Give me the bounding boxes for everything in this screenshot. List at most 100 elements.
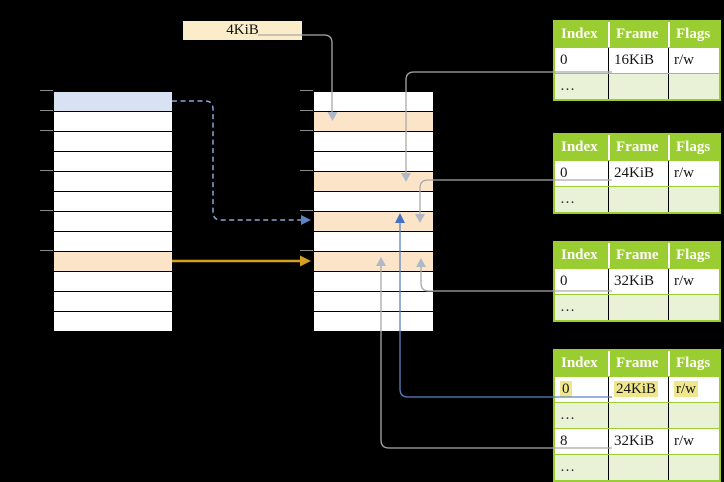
table-cell [608, 455, 668, 480]
table-row: … [555, 294, 719, 320]
page-size-label: 4KiB [183, 21, 302, 40]
virtual-memory-row [54, 92, 172, 112]
table-cell [608, 187, 668, 212]
table-row: … [555, 402, 719, 428]
virtual-memory-row [54, 272, 172, 292]
virtual-memory-row [54, 192, 172, 212]
virtual-memory-row [54, 312, 172, 331]
table-cell: … [560, 299, 575, 315]
address-tick [300, 210, 313, 211]
virtual-memory-row [54, 112, 172, 132]
table-cell: … [560, 78, 575, 94]
table-cell: 8 [560, 433, 568, 449]
column-header: Index [561, 247, 598, 263]
address-tick [40, 110, 53, 111]
column-header: Index [561, 355, 598, 371]
column-header: Frame [608, 243, 668, 268]
table-cell: 32KiB [608, 269, 668, 294]
table-cell: 0 [560, 273, 568, 289]
table-cell: … [560, 191, 575, 207]
arrowhead-right-icon [300, 255, 311, 267]
address-tick [40, 250, 53, 251]
table-cell: r/w [668, 161, 719, 186]
column-header: Flags [668, 135, 719, 160]
virtual-memory-row [54, 212, 172, 232]
table-cell [668, 295, 719, 320]
address-tick [300, 130, 313, 131]
virtual-memory-row [54, 172, 172, 192]
virtual-memory-row [54, 232, 172, 252]
table-cell [668, 403, 719, 428]
physical-memory-row [314, 92, 433, 112]
physical-memory-row [314, 112, 433, 132]
column-header: Frame [608, 351, 668, 376]
physical-memory-row [314, 312, 433, 331]
table-cell: r/w [668, 48, 719, 73]
column-header: Flags [668, 243, 719, 268]
table-row: … [555, 186, 719, 212]
virtual-page-dashed-line [172, 100, 301, 221]
virtual-memory-row [54, 252, 172, 272]
table-cell: r/w [668, 269, 719, 294]
physical-memory-row [314, 172, 433, 192]
table-cell: 32KiB [608, 429, 668, 454]
table-cell [668, 187, 719, 212]
physical-memory-row [314, 292, 433, 312]
column-header: Frame [608, 135, 668, 160]
physical-memory-row [314, 212, 433, 232]
physical-memory-row [314, 132, 433, 152]
physical-memory-row [314, 232, 433, 252]
table-cell: … [560, 459, 575, 475]
virtual-memory-table [53, 91, 173, 332]
address-tick [300, 110, 313, 111]
table-cell: 0 [560, 165, 568, 181]
column-header: Frame [608, 22, 668, 47]
column-header: Flags [668, 22, 719, 47]
address-tick [300, 170, 313, 171]
address-tick [40, 210, 53, 211]
address-tick [40, 130, 53, 131]
table-row: … [555, 73, 719, 99]
virtual-memory-row [54, 132, 172, 152]
table-cell: r/w [668, 377, 719, 402]
column-header: Index [561, 139, 598, 155]
table-cell: 0 [560, 381, 572, 397]
column-header: Flags [668, 351, 719, 376]
physical-memory-row [314, 272, 433, 292]
table-cell: 24KiB [608, 161, 668, 186]
address-tick [40, 170, 53, 171]
table-cell [608, 295, 668, 320]
physical-memory-table [313, 91, 434, 332]
table-cell: 0 [560, 52, 568, 68]
physical-memory-row [314, 192, 433, 212]
physical-memory-row [314, 152, 433, 172]
column-header: Index [561, 26, 598, 42]
virtual-memory-row [54, 292, 172, 312]
table-cell: r/w [668, 429, 719, 454]
table-row: … [555, 454, 719, 480]
table-cell [608, 74, 668, 99]
address-tick [40, 90, 53, 91]
table-cell: 24KiB [608, 377, 668, 402]
table-cell [668, 74, 719, 99]
table-cell [668, 455, 719, 480]
table-cell: … [560, 407, 575, 423]
virtual-memory-row [54, 152, 172, 172]
address-tick [300, 250, 313, 251]
physical-memory-row [314, 252, 433, 272]
table-cell [608, 403, 668, 428]
address-tick [300, 90, 313, 91]
